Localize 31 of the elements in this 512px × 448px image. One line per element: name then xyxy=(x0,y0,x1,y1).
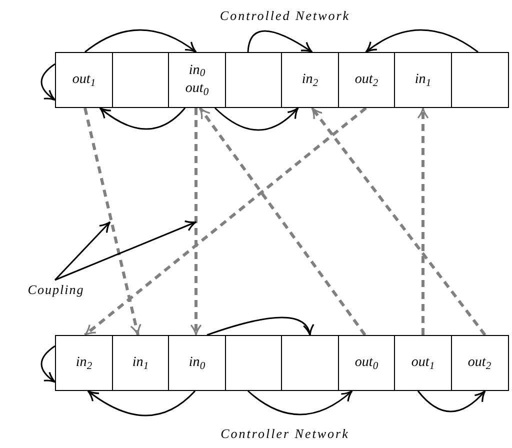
cell-label: in$_{0}$ xyxy=(188,62,206,80)
memory-cell xyxy=(281,52,339,108)
cell-label: in$_{2}$ xyxy=(302,70,318,90)
memory-cell xyxy=(450,335,508,391)
memory-cell xyxy=(224,52,282,108)
cell-label: in$_{0}$ xyxy=(188,354,206,372)
memory-cell xyxy=(168,335,226,391)
network-title: Controller Network xyxy=(220,425,350,443)
cell-label: in$_{1}$ xyxy=(414,70,432,90)
memory-cell xyxy=(112,335,170,391)
memory-cell xyxy=(450,52,508,108)
network-title: Controlled Network xyxy=(218,7,352,25)
memory-cell xyxy=(55,52,113,108)
cell-label: out$_{0}$ xyxy=(354,354,378,372)
cell-label: Coupling xyxy=(28,281,84,300)
memory-cell xyxy=(394,335,452,391)
memory-cell xyxy=(338,335,396,391)
memory-cell xyxy=(394,52,452,108)
memory-cell xyxy=(224,335,282,391)
memory-cell xyxy=(112,52,170,108)
memory-cell xyxy=(338,52,396,108)
memory-cell xyxy=(168,52,226,108)
cell-label: out$_{1}$ xyxy=(72,70,96,90)
cell-label: out$_{2}$ xyxy=(354,70,378,90)
cell-label: out$_{2}$ xyxy=(468,354,492,372)
cell-label: out$_{1}$ xyxy=(411,354,435,372)
cell-label: in$_{2}$ xyxy=(76,354,92,372)
memory-cell xyxy=(281,335,339,391)
cell-label: in$_{1}$ xyxy=(132,354,149,372)
memory-cell xyxy=(55,335,113,391)
cell-label: out$_{0}$ xyxy=(185,80,209,98)
